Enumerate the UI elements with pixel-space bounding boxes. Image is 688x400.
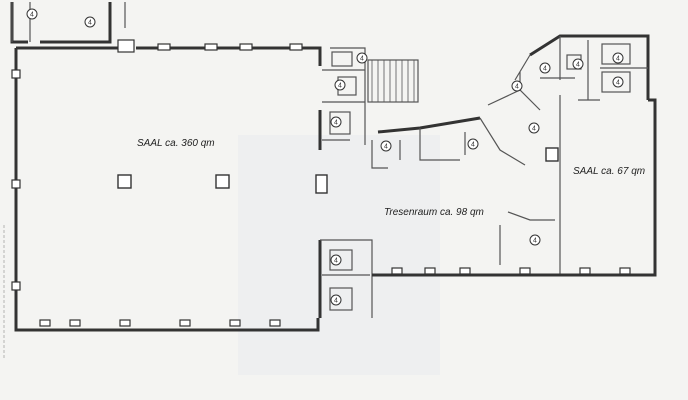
room-marker: [26, 8, 38, 20]
room-marker-number: 4: [360, 56, 364, 63]
saal-large-walls: [14, 46, 322, 332]
room-marker-number: 4: [576, 62, 580, 69]
room-markers: 4 4 4 4 4 4 4 4 4 4 4 4 4 4 4 4: [26, 8, 624, 306]
room-marker: [330, 116, 342, 128]
room-marker: [529, 234, 541, 246]
room-marker-number: 4: [543, 66, 547, 73]
room-marker-number: 4: [616, 56, 620, 63]
bottom-windows: [39, 319, 281, 327]
room-marker-number: 4: [334, 298, 338, 305]
watermark: [238, 135, 440, 375]
room-marker: [612, 52, 624, 64]
top-windows: [117, 39, 303, 53]
room-marker: [330, 294, 342, 306]
central-bottom-windows: [391, 267, 631, 275]
top-left-rooms: [10, 2, 126, 44]
room-marker-number: 4: [334, 258, 338, 265]
room-marker: [572, 58, 584, 70]
stairs: [367, 59, 419, 103]
upper-right-rooms: [514, 34, 650, 101]
pillars: [117, 174, 328, 194]
room-marker-number: 4: [338, 83, 342, 90]
room-marker: [356, 52, 368, 64]
room-marker: [467, 138, 479, 150]
room-marker-number: 4: [30, 12, 34, 19]
room-marker: [334, 79, 346, 91]
room-marker-number: 4: [88, 20, 92, 27]
room-marker-number: 4: [384, 144, 388, 151]
room-marker: [539, 62, 551, 74]
room-marker: [612, 76, 624, 88]
left-windows: [11, 69, 21, 291]
room-marker: [511, 80, 523, 92]
service-rooms-bottom: [320, 211, 570, 318]
saal-small-walls: [545, 95, 657, 277]
saal-large-label: SAAL ca. 360 qm: [137, 138, 215, 149]
service-rooms-top: [322, 47, 366, 145]
room-marker-number: 4: [616, 80, 620, 87]
room-marker: [84, 16, 96, 28]
room-marker: [528, 122, 540, 134]
room-marker-number: 4: [334, 120, 338, 127]
room-marker-number: 4: [515, 84, 519, 91]
room-marker: [380, 140, 392, 152]
room-marker-number: 4: [532, 126, 536, 133]
saal-small-label: SAAL ca. 67 qm: [573, 166, 645, 177]
room-marker-number: 4: [471, 142, 475, 149]
room-marker-number: 4: [533, 238, 537, 245]
room-marker: [330, 254, 342, 266]
tresenraum-label: Tresenraum ca. 98 qm: [384, 207, 484, 218]
